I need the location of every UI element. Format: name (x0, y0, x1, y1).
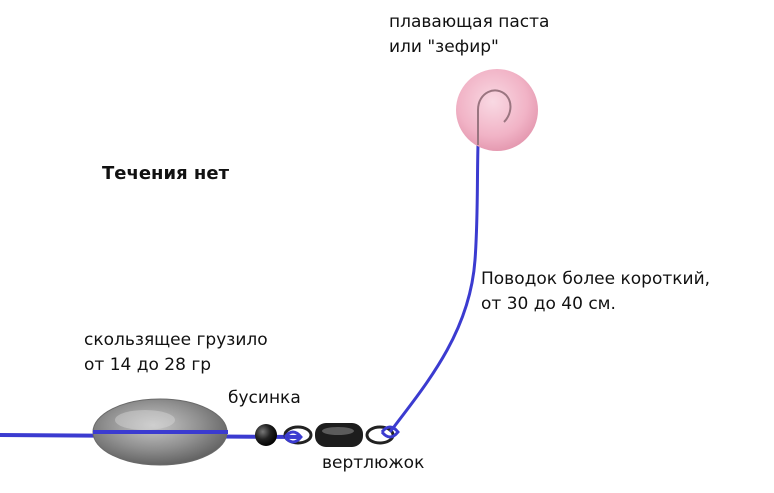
heading: Течения нет (102, 163, 230, 184)
paste-label-2: или "зефир" (389, 37, 499, 57)
sinker-label-1: скользящее грузило (84, 330, 268, 350)
leader-line (388, 144, 480, 433)
paste-label-1: плавающая паста (389, 12, 550, 32)
bead (255, 424, 277, 446)
bead-label: бусинка (228, 388, 301, 408)
leader-label-1: Поводок более короткий, (481, 269, 711, 289)
sinker-label-2: от 14 до 28 гр (84, 355, 212, 375)
swivel-label: вертлюжок (322, 453, 425, 473)
floating-bait (456, 69, 538, 151)
hook (477, 89, 512, 145)
leader-label-2: от 30 до 40 см. (481, 294, 616, 314)
